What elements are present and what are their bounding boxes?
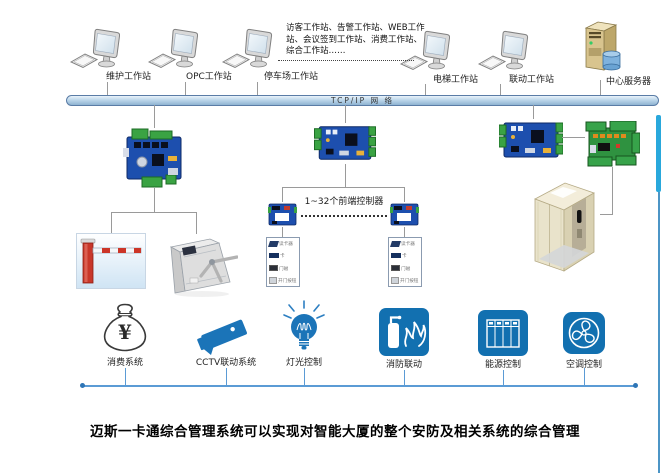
subsystem-label-energy: 能源控制 [484, 360, 521, 370]
door-device-row: 门磁 [269, 265, 298, 272]
connector [404, 370, 405, 385]
workstations-note: 访客工作站、告警工作站、WEB工作站、会议签到工作站、消费工作站、综合工作站…… [286, 23, 425, 56]
note-dashed-line [278, 60, 414, 61]
subsystem-label-consumption: 消费系统 [106, 358, 143, 368]
connector [562, 137, 585, 138]
door-sensor-icon [269, 265, 278, 272]
subsystem-label-cctv: CCTV联动系统 [195, 358, 257, 368]
connector [125, 368, 126, 385]
connector [345, 105, 346, 123]
subsystem-label-lighting: 灯光控制 [285, 358, 322, 368]
connector [304, 368, 305, 385]
door-device-row: 门磁 [391, 265, 420, 272]
connector [257, 82, 258, 95]
fire-extinguisher-icon [379, 308, 429, 356]
subsystem-label-fire: 消防联动 [385, 360, 422, 370]
connector [600, 80, 601, 95]
door-device-row: 读卡器 [268, 240, 298, 247]
io-board-green [584, 121, 640, 167]
computer-icon [68, 26, 122, 72]
card-icon [269, 253, 279, 259]
turnstile [154, 234, 238, 298]
connector [345, 164, 346, 187]
door-device-box: 读卡器 卡 门磁 开门按钮 [388, 237, 422, 287]
computer-icon [146, 26, 200, 72]
workstation-elevator-label: 电梯工作站 [433, 75, 479, 85]
door-device-row: 读卡器 [390, 240, 420, 247]
scrollbar-track[interactable] [658, 192, 660, 473]
connector [503, 370, 504, 385]
exit-button-icon [269, 276, 277, 284]
workstation-maintenance-label: 维护工作站 [106, 72, 152, 82]
connector [185, 82, 186, 95]
front-controller-left [268, 202, 297, 227]
money-bag-icon [98, 302, 152, 354]
connector [500, 84, 501, 95]
card-reader-icon [390, 240, 401, 247]
connector [600, 214, 613, 215]
connector [533, 105, 534, 119]
door-device-row: 开门按钮 [391, 276, 420, 284]
card-reader-icon [268, 240, 279, 247]
controller-board-middle [314, 122, 376, 164]
elevator [528, 176, 600, 272]
server-icon [576, 18, 626, 76]
controller-board-right [499, 118, 563, 162]
workstation-linkage-label: 联动工作站 [509, 75, 555, 85]
connector [154, 105, 155, 128]
connector [107, 82, 108, 95]
connector [226, 368, 227, 385]
connector [584, 368, 585, 385]
dotted-ellipsis-line [301, 215, 387, 217]
door-device-row: 卡 [269, 252, 298, 259]
center-server-label: 中心服务器 [606, 77, 652, 87]
door-device-row: 卡 [391, 252, 420, 259]
computer-icon [476, 28, 530, 74]
connector [111, 212, 112, 233]
connector [282, 187, 283, 202]
card-icon [391, 253, 401, 259]
network-bus-label: TCP/IP 网 络 [331, 96, 394, 105]
line-end-dot [80, 383, 85, 388]
scrollbar-thumb[interactable] [656, 115, 661, 192]
connector [154, 188, 155, 212]
network-bus: TCP/IP 网 络 [66, 95, 659, 106]
barrier-gate [76, 233, 146, 289]
caption: 迈斯一卡通综合管理系统可以实现对智能大厦的整个安防及相关系统的综合管理 [90, 424, 580, 440]
connector [111, 212, 197, 213]
controller-board-left [122, 128, 186, 188]
door-sensor-icon [391, 265, 400, 272]
subsystem-label-hvac: 空调控制 [565, 360, 602, 370]
exit-button-icon [391, 276, 399, 284]
door-device-row: 开门按钮 [269, 276, 298, 284]
connector [404, 187, 405, 202]
connector [196, 212, 197, 234]
front-controllers-label: 1~32个前端控制器 [304, 197, 384, 207]
line-end-dot [633, 383, 638, 388]
light-bulb-icon [282, 300, 326, 354]
computer-icon [220, 26, 274, 72]
workstation-opc-label: OPC工作站 [186, 72, 232, 82]
cctv-camera-icon [196, 312, 260, 356]
front-controller-right [390, 202, 419, 227]
door-device-box: 读卡器 卡 门磁 开门按钮 [266, 237, 300, 287]
energy-cabinet-icon [478, 310, 528, 356]
fan-icon [563, 312, 605, 354]
subsystem-bus-line [83, 385, 636, 387]
workstation-parking-label: 停车场工作站 [264, 72, 319, 82]
connector [282, 227, 283, 237]
connector [425, 84, 426, 95]
connector [282, 187, 405, 188]
connector [612, 167, 613, 215]
connector [404, 227, 405, 237]
